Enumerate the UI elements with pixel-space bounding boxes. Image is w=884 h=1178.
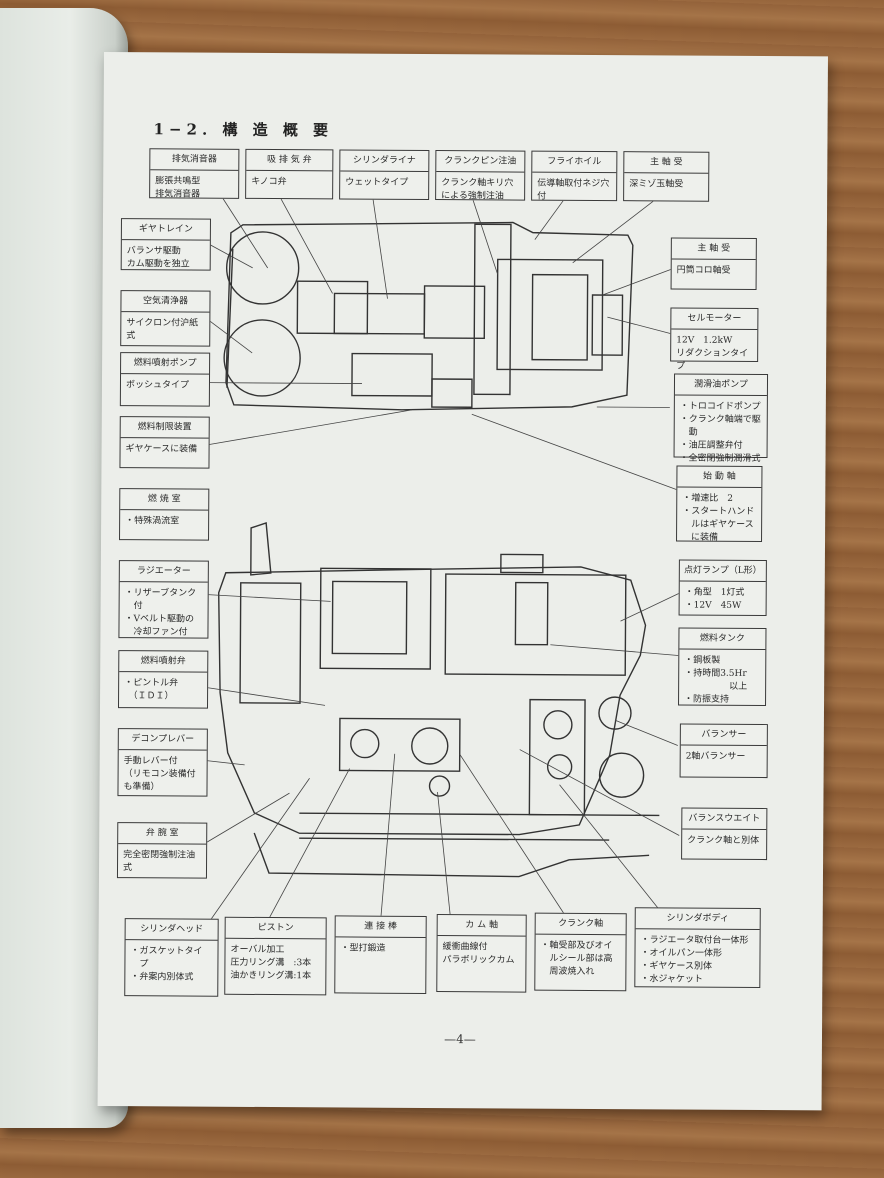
- label-piston: ピストン オーバル加工 圧力リング溝 :3本 油かきリング溝:1本: [224, 916, 327, 996]
- label-balancer: バランサー 2軸バランサー: [679, 723, 768, 779]
- label-fuel-injector: 燃料噴射弁 ・ピントル弁 （ＩＤＩ）: [117, 650, 209, 709]
- label-radiator: ラジエーター ・リザーブタンク 付 ・Vベルト駆動の 冷却ファン付: [118, 560, 209, 639]
- label-combustion-chamber: 燃 焼 室 ・特殊渦流室: [119, 488, 210, 541]
- label-start-shaft: 始 動 軸 ・増速比 2 ・スタートハンド ルはギヤケース に装備: [676, 465, 763, 543]
- label-lube-oil-pump: 潤滑油ポンプ ・トロコイドポンプ ・クランク軸端で駆 動 ・油圧調整弁付 ・全密…: [673, 373, 769, 464]
- engine-drawing: [205, 198, 680, 923]
- label-balance-weight: バランスウエイト クランク軸と別体: [681, 807, 768, 861]
- label-fuel-tank: 燃料タンク ・鋼板製 ・持時間3.5Hr 以上 ・防振支持: [678, 627, 767, 707]
- label-cylinder-liner: シリンダライナ ウェットタイプ: [339, 149, 430, 200]
- label-crank-pin-lubrication: クランクピン注油 クランク軸キリ穴 による強制注油: [435, 150, 526, 201]
- label-exhaust-muffler: 排気消音器 膨張共鳴型 排気消音器: [149, 148, 240, 200]
- manual-page: 1−2. 構 造 概 要: [97, 52, 828, 1111]
- label-connecting-rod: 連 接 棒 ・型打鍛造: [334, 915, 427, 994]
- label-flywheel: フライホイル 伝導軸取付ネジ穴 付: [531, 150, 618, 202]
- label-intake-exhaust-valves: 吸 排 気 弁 キノコ弁: [245, 148, 334, 200]
- label-starter-motor: セルモーター 12V 1.2kW リダクションタイプ: [670, 307, 759, 372]
- label-fuel-limiter: 燃料制限装置 ギヤケースに装備: [119, 416, 210, 469]
- label-camshaft: カ ム 軸 緩衝曲線付 パラボリックカム: [436, 914, 527, 993]
- label-lamp: 点灯ランプ（L形） ・角型 1灯式 ・12V 45W: [678, 559, 767, 617]
- label-decompression-lever: デコンプレバー 手動レバー付 （リモコン装備付 も準備）: [117, 728, 208, 797]
- label-air-cleaner: 空気清浄器 サイクロン付沪紙 式: [120, 290, 211, 347]
- label-main-bearing-top: 主 軸 受 深ミゾ玉軸受: [623, 151, 710, 202]
- label-crankshaft: クランク軸 ・軸受部及びオイ ルシール部は高 周波焼入れ: [534, 912, 627, 992]
- label-fuel-injection-pump: 燃料噴射ポンプ ボッシュタイプ: [119, 352, 211, 407]
- label-cylinder-body: シリンダボディ ・ラジエータ取付台一体形 ・オイルパン一体形 ・ギヤケース別体 …: [634, 907, 761, 989]
- label-gear-train: ギヤトレイン バランサ駆動 カム駆動を独立: [120, 218, 211, 271]
- label-main-bearing-right: 主 軸 受 円筒コロ軸受: [670, 237, 757, 290]
- label-cylinder-head: シリンダヘッド ・ガスケットタイ プ ・弁案内別体式: [124, 918, 219, 997]
- label-valve-arm-chamber: 弁 腕 室 完全密閉強制注油 式: [116, 822, 208, 879]
